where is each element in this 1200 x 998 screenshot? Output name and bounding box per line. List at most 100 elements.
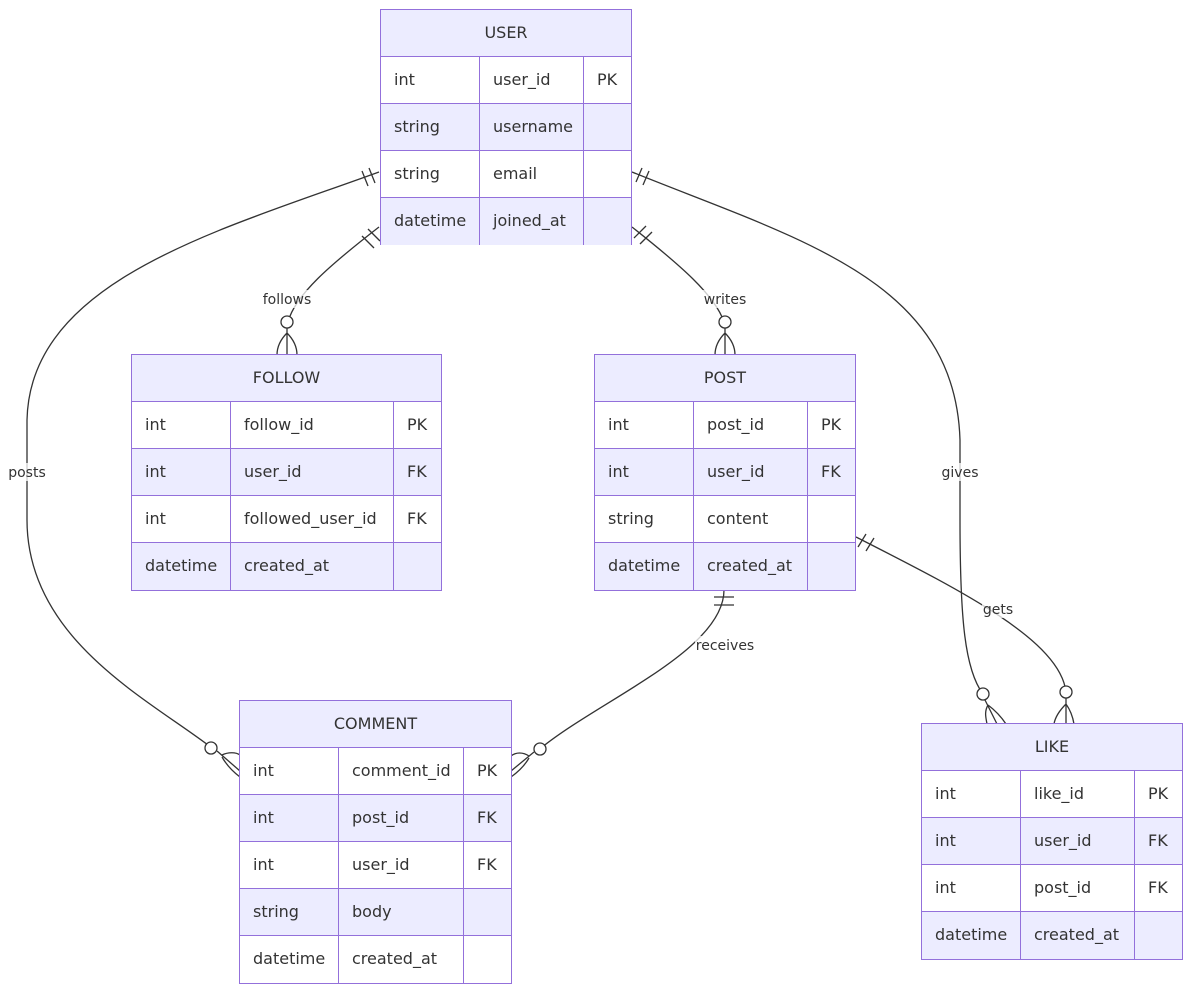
attribute-type: int (922, 818, 1021, 864)
attribute-row: int followed_user_id FK (132, 496, 441, 543)
attribute-key: FK (477, 855, 497, 874)
attribute-name: username (480, 104, 584, 150)
attribute-type: int (922, 771, 1021, 817)
attribute-type: int (132, 496, 231, 542)
attribute-row: int comment_id PK (240, 748, 511, 795)
attribute-name: post_id (339, 795, 464, 841)
attribute-key: FK (407, 509, 427, 528)
attribute-key (808, 543, 855, 590)
attribute-type: datetime (922, 912, 1021, 959)
attribute-type: int (132, 402, 231, 448)
entity-title: FOLLOW (132, 355, 441, 402)
attribute-name: followed_user_id (231, 496, 394, 542)
attribute-row: int user_id FK (240, 842, 511, 889)
attribute-row: string username (381, 104, 631, 151)
attribute-row: int post_id PK (595, 402, 855, 449)
relationship-label-follows: follows (263, 292, 312, 308)
attribute-key (394, 543, 441, 590)
attribute-key: PK (821, 415, 842, 434)
attribute-name: email (480, 151, 584, 197)
entity-post: POST int post_id PK int user_id FK strin… (594, 354, 856, 591)
attribute-type: string (381, 104, 480, 150)
attribute-name: user_id (480, 57, 584, 103)
entity-follow: FOLLOW int follow_id PK int user_id FK i… (131, 354, 442, 591)
attribute-type: int (595, 449, 694, 495)
attribute-key: FK (477, 808, 497, 827)
attribute-type: datetime (595, 543, 694, 590)
attribute-name: created_at (694, 543, 808, 590)
attribute-row: string body (240, 889, 511, 936)
attribute-key: PK (597, 70, 618, 89)
relationship-label-writes: writes (704, 292, 747, 308)
attribute-name: comment_id (339, 748, 464, 794)
attribute-row: string email (381, 151, 631, 198)
attribute-name: post_id (1021, 865, 1135, 911)
attribute-key (808, 496, 855, 542)
attribute-name: like_id (1021, 771, 1135, 817)
attribute-key: FK (821, 462, 841, 481)
attribute-type: datetime (132, 543, 231, 590)
attribute-row: datetime created_at (132, 543, 441, 590)
attribute-name: content (694, 496, 808, 542)
attribute-type: datetime (381, 198, 480, 245)
attribute-type: int (922, 865, 1021, 911)
attribute-name: joined_at (480, 198, 584, 245)
relationship-label-gives: gives (942, 465, 979, 481)
attribute-type: string (595, 496, 694, 542)
attribute-row: int user_id PK (381, 57, 631, 104)
attribute-key (464, 889, 511, 935)
attribute-key (584, 198, 631, 245)
attribute-name: created_at (231, 543, 394, 590)
attribute-row: datetime created_at (240, 936, 511, 983)
attribute-key (584, 151, 631, 197)
attribute-name: follow_id (231, 402, 394, 448)
attribute-name: post_id (694, 402, 808, 448)
attribute-row: int user_id FK (132, 449, 441, 496)
attribute-name: body (339, 889, 464, 935)
attribute-row: int post_id FK (922, 865, 1182, 912)
attribute-type: int (381, 57, 480, 103)
attribute-type: int (240, 842, 339, 888)
entity-title: COMMENT (240, 701, 511, 748)
attribute-key: PK (477, 761, 498, 780)
attribute-row: string content (595, 496, 855, 543)
attribute-key: FK (1148, 831, 1168, 850)
relationship-label-gets: gets (983, 602, 1013, 618)
entity-like: LIKE int like_id PK int user_id FK int p… (921, 723, 1183, 960)
attribute-name: user_id (694, 449, 808, 495)
relationship-writes: writes (631, 225, 749, 356)
attribute-name: user_id (231, 449, 394, 495)
attribute-type: string (240, 889, 339, 935)
attribute-type: string (381, 151, 480, 197)
attribute-row: int post_id FK (240, 795, 511, 842)
attribute-row: datetime joined_at (381, 198, 631, 245)
attribute-row: datetime created_at (595, 543, 855, 590)
entity-user: USER int user_id PK string username stri… (380, 9, 632, 245)
attribute-name: created_at (339, 936, 464, 983)
attribute-name: user_id (339, 842, 464, 888)
attribute-type: int (240, 795, 339, 841)
attribute-key: FK (1148, 878, 1168, 897)
attribute-name: created_at (1021, 912, 1135, 959)
relationship-follows: follows (260, 226, 381, 356)
attribute-key (1135, 912, 1182, 959)
attribute-key: PK (1148, 784, 1169, 803)
attribute-row: int like_id PK (922, 771, 1182, 818)
relationship-label-posts: posts (8, 465, 46, 481)
entity-title: POST (595, 355, 855, 402)
attribute-type: int (595, 402, 694, 448)
attribute-name: user_id (1021, 818, 1135, 864)
relationship-label-receives: receives (696, 638, 754, 654)
attribute-type: int (240, 748, 339, 794)
attribute-type: int (132, 449, 231, 495)
entity-title: LIKE (922, 724, 1182, 771)
relationship-posts: posts (7, 167, 380, 778)
entity-title: USER (381, 10, 631, 57)
attribute-type: datetime (240, 936, 339, 983)
attribute-row: int follow_id PK (132, 402, 441, 449)
entity-comment: COMMENT int comment_id PK int post_id FK… (239, 700, 512, 984)
attribute-row: int user_id FK (595, 449, 855, 496)
attribute-key (584, 104, 631, 150)
relationship-gives: gives (631, 167, 1007, 725)
